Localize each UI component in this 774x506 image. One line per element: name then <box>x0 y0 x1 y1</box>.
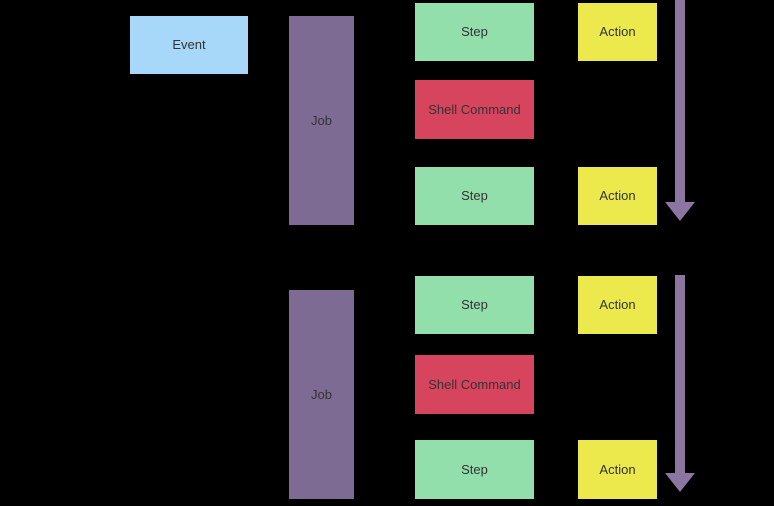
job-node: Job <box>289 16 354 225</box>
action-node: Action <box>578 3 657 61</box>
arrow-shaft <box>675 275 685 473</box>
step-node: Step <box>415 440 534 499</box>
step-node: Step <box>415 167 534 225</box>
arrow-head-icon <box>665 473 695 492</box>
action-node: Action <box>578 440 657 499</box>
shell-command-node: Shell Command <box>415 355 534 414</box>
arrow-shaft <box>675 0 685 202</box>
shell-command-node: Shell Command <box>415 80 534 139</box>
action-node: Action <box>578 167 657 225</box>
arrow-head-icon <box>665 202 695 221</box>
step-node: Step <box>415 3 534 61</box>
event-node: Event <box>130 16 248 74</box>
step-node: Step <box>415 276 534 334</box>
job-node: Job <box>289 290 354 499</box>
action-node: Action <box>578 276 657 334</box>
